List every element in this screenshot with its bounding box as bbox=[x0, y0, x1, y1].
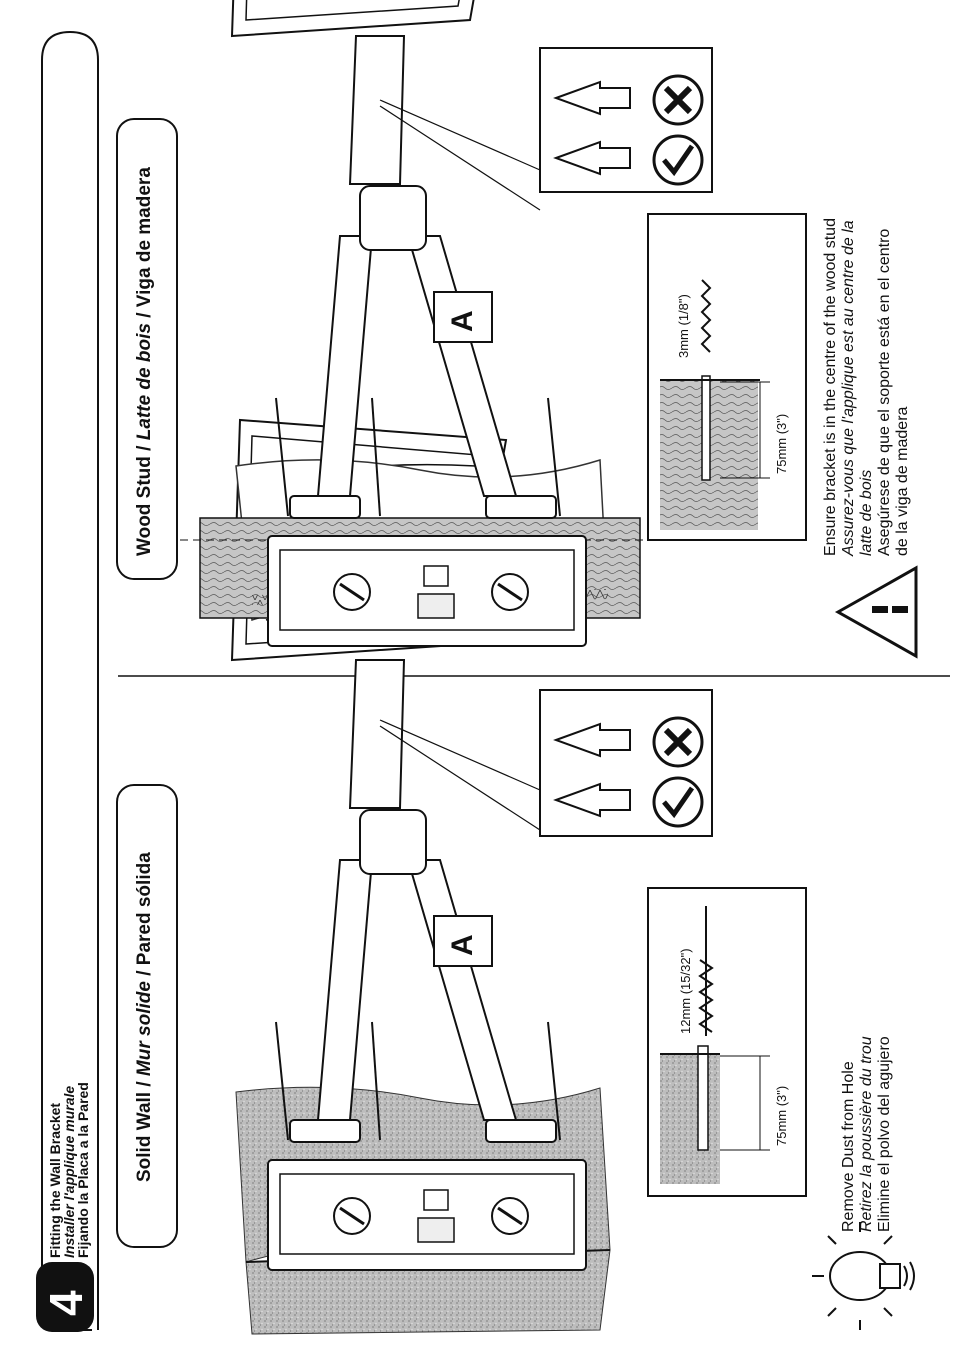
arrow-icon bbox=[553, 140, 631, 176]
solid-wall-tip-en: Remove Dust from Hole bbox=[840, 1061, 857, 1232]
solid-wall-tip: Remove Dust from Hole Retirez la poussiè… bbox=[840, 1036, 894, 1232]
wood-stud-warning-en: Ensure bracket is in the centre of the w… bbox=[822, 218, 839, 556]
arrow-icon bbox=[553, 80, 631, 116]
warning-icon bbox=[834, 565, 918, 659]
step-badge bbox=[36, 1262, 94, 1332]
solid-wall-tip-fr: Retirez la poussière du trou bbox=[858, 1036, 875, 1232]
wood-stud-warning-fr-2: latte de bois bbox=[858, 469, 875, 556]
wood-stud-bracket bbox=[230, 0, 588, 648]
solid-wall-label: A bbox=[446, 934, 479, 956]
arrow-icon bbox=[553, 722, 631, 758]
solid-wall-tab bbox=[423, 1189, 449, 1211]
solid-wall-label-box bbox=[433, 915, 493, 967]
arrow-icon bbox=[553, 782, 631, 818]
wood-stud-header-box bbox=[116, 118, 178, 580]
wood-stud-warning-fr-1: Assurez-vous que l'applique est au centr… bbox=[840, 220, 857, 556]
solid-wall-hole-diameter: 12mm (15/32") bbox=[678, 948, 693, 1034]
solid-wall-hole-depth: 75mm (3") bbox=[774, 1085, 789, 1146]
solid-wall-header-box bbox=[116, 784, 178, 1248]
wood-stud-hole-diameter: 3mm (1/8") bbox=[676, 294, 691, 358]
wood-stud-drill-detail bbox=[647, 213, 807, 541]
lightbulb-icon bbox=[812, 1222, 915, 1330]
wood-stud-tab bbox=[423, 565, 449, 587]
wood-stud-hole-depth: 75mm (3") bbox=[774, 413, 789, 474]
solid-wall-callout bbox=[539, 689, 713, 837]
wood-stud-callout bbox=[539, 47, 713, 193]
solid-wall-tip-es: Elimine el polvo del agujero bbox=[876, 1036, 893, 1232]
check-icon bbox=[652, 776, 704, 828]
solid-wall-drill-detail bbox=[647, 887, 807, 1197]
wood-stud-warning-es-1: Asegúrese de que el soporte está en el c… bbox=[876, 228, 893, 556]
check-icon bbox=[652, 134, 704, 186]
wood-stud-warning: Ensure bracket is in the centre of the w… bbox=[822, 218, 912, 556]
wood-stud-label: A bbox=[446, 310, 479, 332]
wood-stud-label-box bbox=[433, 291, 493, 343]
wood-stud-warning-es-2: de la viga de madera bbox=[894, 406, 911, 556]
